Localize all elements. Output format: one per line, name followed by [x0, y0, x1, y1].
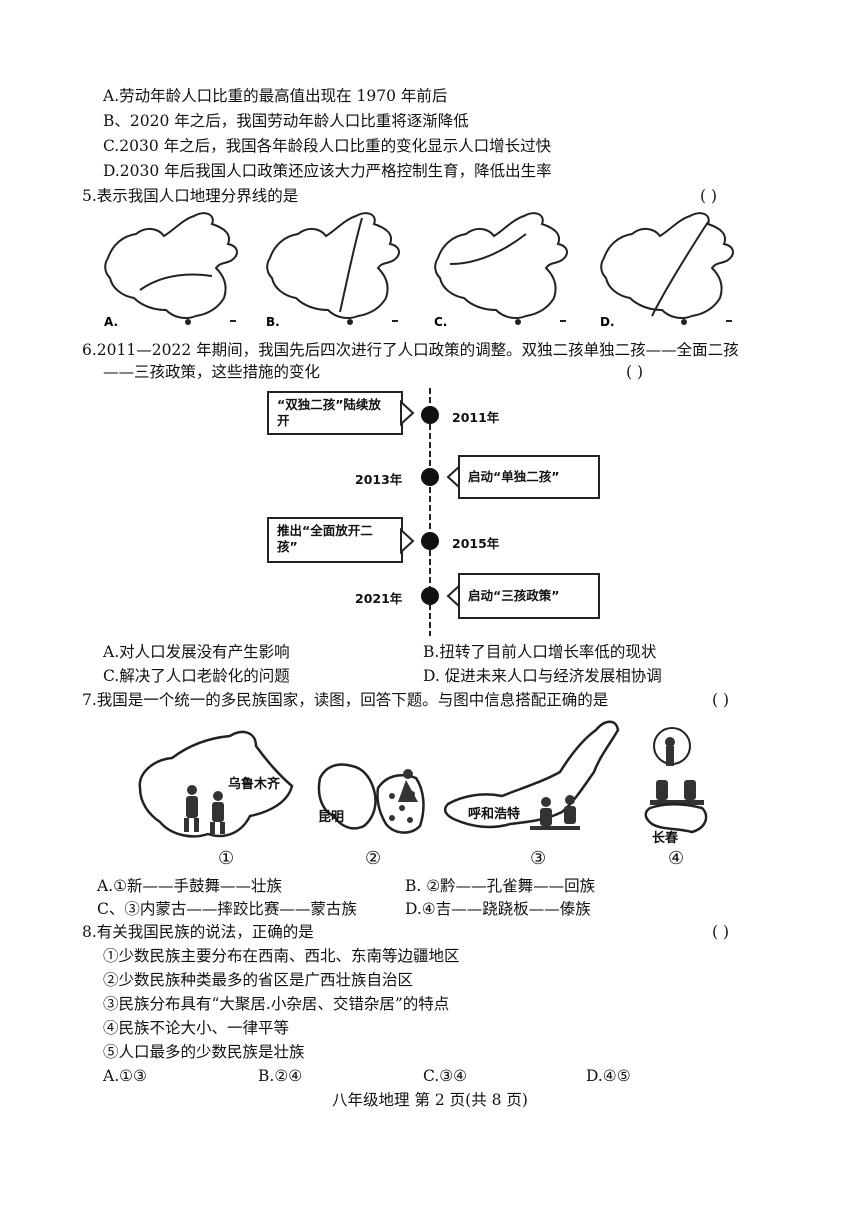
q7-label-changchun: 长春: [652, 831, 679, 846]
q8-statement-4: ④民族不论大小、一律平等: [103, 1019, 290, 1037]
q6-option-d: D. 促进未来人口与经济发展相协调: [423, 667, 662, 685]
q7-option-d: D.④吉——跷跷板——傣族: [405, 900, 591, 918]
q7-label-kunming: 昆明: [318, 810, 345, 825]
q6-option-b: B.扭转了目前人口增长率低的现状: [423, 643, 657, 661]
timeline-year-2013: 2013年: [355, 472, 403, 487]
timeline-event-2013: 启动“单独二孩”: [458, 455, 600, 499]
q8-statement-3: ③民族分布具有“大聚居.小杂居、交错杂居”的特点: [103, 995, 450, 1013]
timeline-event-2015: 推出“全面放开二孩”: [267, 517, 403, 563]
timeline-year-2015: 2015年: [452, 536, 500, 551]
q7-label-urumqi: 乌鲁木齐: [228, 777, 281, 792]
q8-option-d: D.④⑤: [586, 1067, 631, 1085]
q5-map-label-d: D.: [600, 315, 615, 329]
q5-china-maps: A. B. C. D.: [104, 212, 734, 329]
q7-option-a: A.①新——手鼓舞——壮族: [97, 877, 283, 895]
q8-statement-1: ①少数民族主要分布在西南、西北、东南等边疆地区: [103, 947, 460, 965]
q8-answer-paren: ( ): [712, 923, 730, 941]
q5-stem: 5.表示我国人口地理分界线的是: [82, 187, 299, 205]
q4-option-b: B、2020 年之后，我国劳动年龄人口比重将逐渐降低: [103, 112, 469, 130]
q8-option-b: B.②④: [258, 1067, 303, 1085]
page-footer: 八年级地理 第 2 页(共 8 页): [332, 1091, 528, 1109]
q7-answer-paren: ( ): [712, 691, 730, 709]
q7-map-number-2: ②: [365, 848, 382, 869]
timeline-event-2011: “双独二孩”陆续放开: [267, 391, 403, 435]
q8-option-c: C.③④: [423, 1067, 468, 1085]
q4-option-d: D.2030 年后我国人口政策还应该大力严格控制生育，降低出生率: [103, 162, 552, 180]
q6-timeline-axis: [421, 388, 439, 636]
q6-stem-line2: ——三孩政策，这些措施的变化: [103, 363, 321, 381]
q6-option-a: A.对人口发展没有产生影响: [103, 643, 290, 661]
q8-option-a: A.①③: [103, 1067, 147, 1085]
q8-statement-5: ⑤人口最多的少数民族是壮族: [103, 1043, 305, 1061]
timeline-event-2021: 启动“三孩政策”: [458, 573, 600, 619]
q6-answer-paren: ( ): [626, 363, 644, 381]
q7-map-number-3: ③: [530, 848, 547, 869]
q7-map-number-4: ④: [668, 848, 685, 869]
q7-label-hohhot: 呼和浩特: [468, 807, 521, 822]
timeline-year-2011: 2011年: [452, 410, 500, 425]
q5-map-label-b: B.: [266, 315, 280, 329]
q7-option-b: B. ②黔——孔雀舞——回族: [405, 877, 596, 895]
q7-option-c: C、③内蒙古——摔跤比赛——蒙古族: [97, 900, 357, 918]
q7-province-maps: [138, 720, 708, 838]
timeline-pointer-2015: [400, 527, 415, 555]
q6-stem-line1: 6.2011—2022 年期间，我国先后四次进行了人口政策的调整。双独二孩单独二…: [82, 341, 739, 359]
timeline-year-2021: 2021年: [355, 591, 403, 606]
q4-option-a: A.劳动年龄人口比重的最高值出现在 1970 年前后: [103, 87, 448, 105]
q7-map-number-1: ①: [218, 848, 235, 869]
q4-option-c: C.2030 年之后，我国各年龄段人口比重的变化显示人口增长过快: [103, 137, 552, 155]
q7-stem: 7.我国是一个统一的多民族国家，读图，回答下题。与图中信息搭配正确的是: [82, 691, 609, 709]
q6-option-c: C.解决了人口老龄化的问题: [103, 667, 290, 685]
q8-stem: 8.有关我国民族的说法，正确的是: [82, 923, 314, 941]
q5-map-label-a: A.: [104, 315, 118, 329]
q8-statement-2: ②少数民族种类最多的省区是广西壮族自治区: [103, 971, 414, 989]
q5-map-label-c: C.: [434, 315, 447, 329]
q5-answer-paren: ( ): [700, 187, 718, 205]
timeline-pointer-2011: [400, 399, 415, 427]
